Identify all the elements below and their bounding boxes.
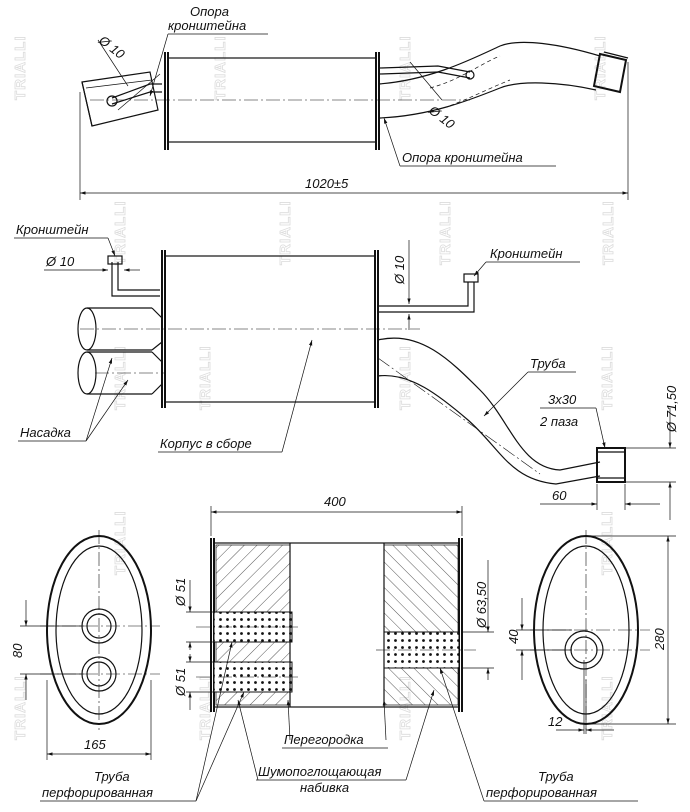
watermark: TRIALLI — [599, 511, 616, 576]
slots-count: 2 паза — [539, 414, 578, 429]
watermark: TRIALLI — [592, 36, 609, 101]
support-label-top-line2: кронштейна — [168, 18, 246, 33]
dia-left-top: Ø 10 — [95, 32, 128, 62]
perf-pipe-right-line2: перфорированная — [486, 785, 597, 800]
dia-outlet: Ø 71,50 — [664, 385, 679, 433]
watermark: TRIALLI — [12, 676, 29, 741]
packing-label-line1: Шумопоглощающая — [258, 764, 381, 779]
end-view-right: 280 40 12 — [506, 530, 676, 734]
watermark: TRIALLI — [112, 346, 129, 411]
pipe-label: Труба — [530, 356, 566, 371]
watermark: TRIALLI — [212, 36, 229, 101]
outlet-length: 60 — [552, 488, 567, 503]
dia-left-lower: Ø 51 — [173, 668, 188, 697]
body-label: Корпус в сборе — [160, 436, 252, 451]
end-left-width: 165 — [84, 737, 106, 752]
section-view: 400 Ø 51 Ø 51 Ø 63,50 Перегородка Шумопо… — [40, 494, 638, 802]
bracket-right-label: Кронштейн — [490, 246, 563, 261]
section-length: 400 — [324, 494, 346, 509]
end-right-offset-horizontal: 12 — [548, 714, 563, 729]
partition-label: Перегородка — [284, 732, 364, 747]
watermark: TRIALLI — [12, 36, 29, 101]
watermark: TRIALLI — [112, 201, 129, 266]
packing-label-line2: набивка — [300, 780, 349, 795]
watermark: TRIALLI — [197, 346, 214, 411]
end-left-height: 80 — [10, 643, 25, 658]
perf-pipe-left-line2: перфорированная — [42, 785, 153, 800]
bracket-left-label: Кронштейн — [16, 222, 89, 237]
watermark: TRIALLI — [397, 36, 414, 101]
overall-length: 1020±5 — [305, 176, 349, 191]
top-view: Опора кронштейна Ø 10 Ø 10 Опора кронште… — [79, 4, 629, 200]
watermark: TRIALLI — [437, 201, 454, 266]
perf-pipe-right-line1: Труба — [538, 769, 574, 784]
watermark: TRIALLI — [112, 511, 129, 576]
nozzle-label: Насадка — [20, 425, 71, 440]
perf-pipe-left-line1: Труба — [94, 769, 130, 784]
end-view-left: 80 165 — [10, 530, 160, 760]
dia-right: Ø 63,50 — [474, 581, 489, 629]
watermark: TRIALLI — [277, 201, 294, 266]
support-label-bottom: Опора кронштейна — [402, 150, 523, 165]
dia-left-upper: Ø 51 — [173, 578, 188, 607]
side-view: Кронштейн Ø 10 Кронштейн Ø 10 Насадка Ко… — [14, 222, 679, 520]
support-label-top-line1: Опора — [190, 4, 229, 19]
watermark: TRIALLI — [599, 346, 616, 411]
end-right-offset-vertical: 40 — [506, 629, 521, 644]
end-right-height: 280 — [652, 628, 667, 651]
watermark: TRIALLI — [197, 676, 214, 741]
dia-bracket-left: Ø 10 — [45, 254, 75, 269]
slots-size: 3x30 — [548, 392, 577, 407]
dia-bracket-right: Ø 10 — [392, 255, 407, 285]
dia-right-top: Ø 10 — [425, 102, 458, 132]
watermark: TRIALLI — [600, 201, 617, 266]
watermarks: TRIALLI TRIALLI TRIALLI TRIALLI TRIALLI … — [12, 35, 618, 741]
